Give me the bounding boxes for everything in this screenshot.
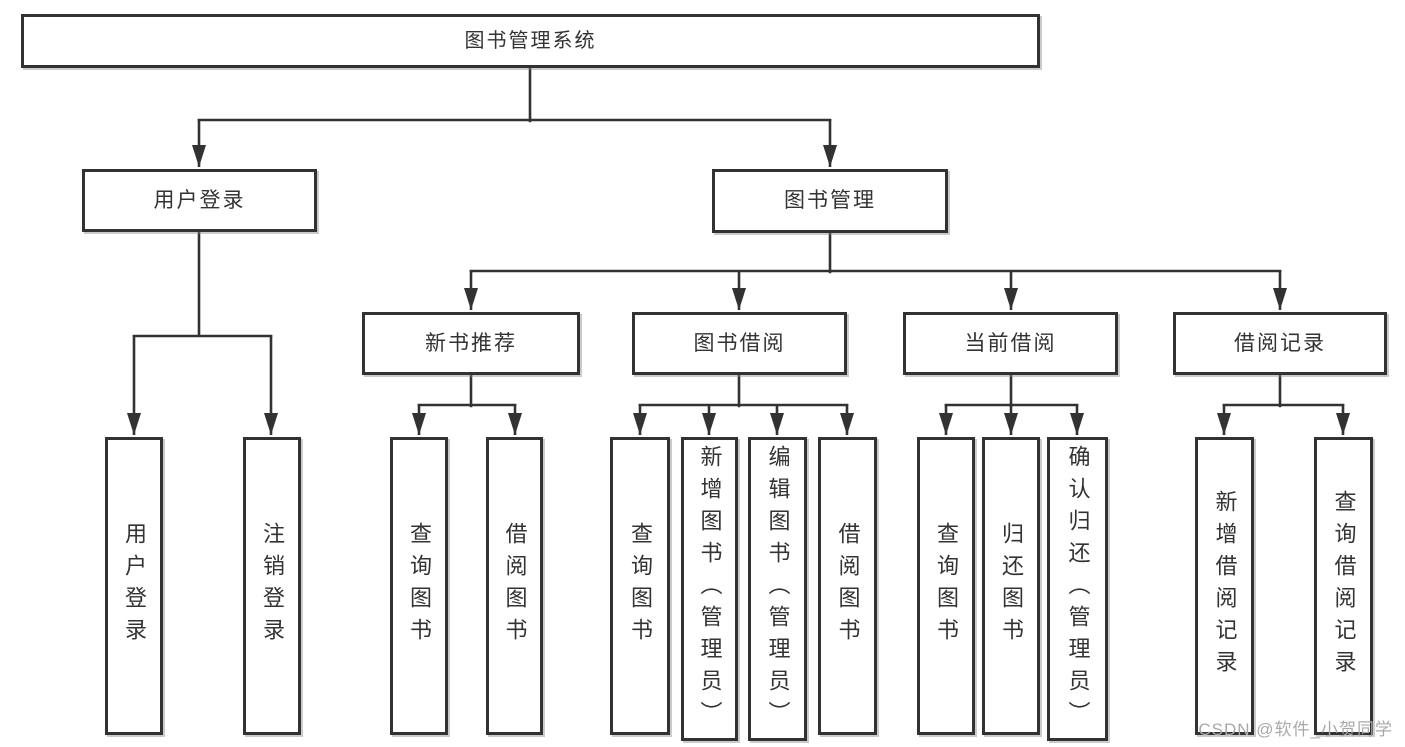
leaf-logout: 注销登录 [243, 437, 301, 735]
leaf-query-books-recommend: 查询图书 [390, 437, 448, 735]
node-current-borrow: 当前借阅 [903, 312, 1118, 375]
leaf-borrow-books: 借阅图书 [818, 437, 877, 735]
leaf-query-books-current: 查询图书 [917, 437, 975, 735]
leaf-borrow-books-recommend: 借阅图书 [486, 437, 543, 735]
node-library-management-system: 图书管理系统 [21, 14, 1040, 68]
node-book-management: 图书管理 [712, 169, 948, 233]
leaf-query-books-borrow: 查询图书 [610, 437, 670, 735]
leaf-edit-book-admin: 编辑图书（管理员） [748, 437, 807, 741]
leaf-confirm-return-admin: 确认归还（管理员） [1047, 437, 1108, 741]
node-borrow-records: 借阅记录 [1173, 312, 1387, 375]
node-new-book-recommend: 新书推荐 [362, 312, 580, 375]
node-user-login: 用户登录 [82, 169, 317, 232]
leaf-return-book: 归还图书 [982, 437, 1040, 735]
node-book-borrow: 图书借阅 [632, 312, 847, 375]
leaf-query-borrow-record: 查询借阅记录 [1314, 437, 1373, 735]
csdn-watermark: CSDN @软件_小贺同学 [1198, 720, 1393, 739]
leaf-user-login: 用户登录 [105, 437, 163, 735]
leaf-add-borrow-record: 新增借阅记录 [1195, 437, 1254, 735]
leaf-add-book-admin: 新增图书（管理员） [681, 437, 738, 741]
